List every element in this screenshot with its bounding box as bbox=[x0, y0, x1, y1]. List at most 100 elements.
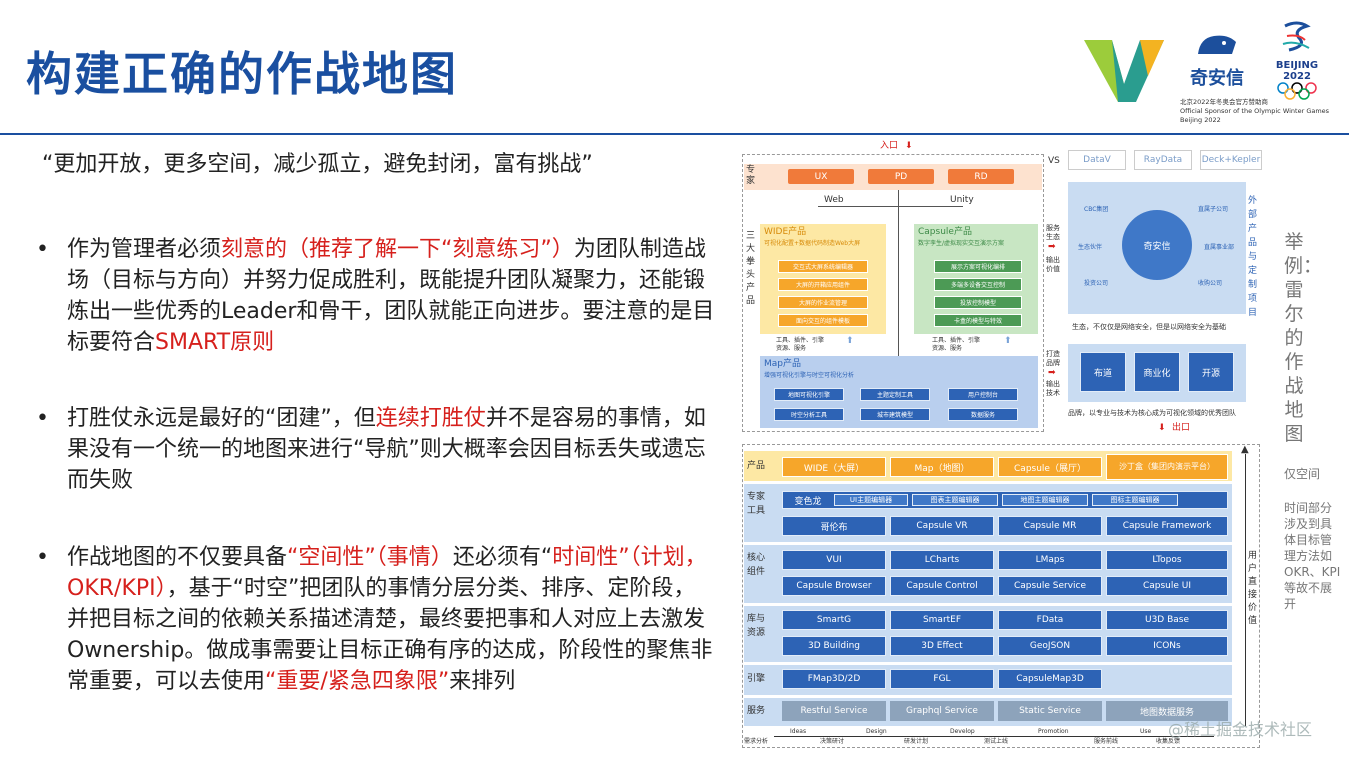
exit-arrow-icon: ⬇ bbox=[1158, 423, 1166, 433]
map-item: 时空分析工具 bbox=[774, 408, 844, 421]
product-map: Map（地图） bbox=[890, 457, 994, 477]
flow-step: Ideas bbox=[790, 728, 807, 735]
row-label: 引擎 bbox=[747, 674, 766, 684]
product-capsule: Capsule（展厅） bbox=[998, 457, 1102, 477]
title-divider bbox=[0, 133, 1349, 135]
product-wide: WIDE（大屏） bbox=[782, 457, 886, 477]
qianxin-logo: 奇安信 bbox=[1182, 32, 1252, 90]
map-item: 用户控制台 bbox=[948, 388, 1018, 401]
tool-item: 图标主题编辑器 bbox=[1092, 494, 1178, 506]
flow-line bbox=[774, 736, 1214, 737]
lib-item: 3D Building bbox=[782, 636, 886, 656]
unity-label: Unity bbox=[950, 195, 974, 205]
three-products-label: 三大拳头产品 bbox=[746, 231, 756, 306]
lib-item: 3D Effect bbox=[890, 636, 994, 656]
core-item: LMaps bbox=[998, 550, 1102, 570]
service-item: Static Service bbox=[998, 701, 1102, 721]
wide-item: 大屏的开箱应用组件 bbox=[778, 278, 868, 291]
flow-step: 决策研讨 bbox=[820, 738, 845, 745]
flow-step: 需求分析 bbox=[744, 738, 769, 745]
tool-item: Capsule VR bbox=[890, 516, 994, 536]
core-item: LTopos bbox=[1106, 550, 1228, 570]
capsule-title: Capsule产品 bbox=[918, 227, 972, 237]
vs-label: VS bbox=[1048, 156, 1060, 166]
brand-item: 商业化 bbox=[1134, 352, 1180, 392]
ext-datav: DataV bbox=[1068, 150, 1126, 170]
lib-item: FData bbox=[998, 610, 1102, 630]
flow-step: Design bbox=[866, 728, 887, 735]
eco-left-label-2: 输出价值 bbox=[1046, 256, 1060, 273]
beijing-2022-text: BEIJING 2022 bbox=[1275, 60, 1319, 82]
tool-item: 哥伦布 bbox=[782, 516, 886, 536]
ext-raydata: RayData bbox=[1134, 150, 1192, 170]
expert-label: 专家 bbox=[746, 165, 756, 186]
satellite: 投资公司 bbox=[1084, 280, 1109, 287]
upper-frame bbox=[742, 154, 1044, 432]
tool-item: Capsule MR bbox=[998, 516, 1102, 536]
tool-item: 地图主题编辑器 bbox=[1002, 494, 1088, 506]
flow-step: 服务前线 bbox=[1094, 738, 1119, 745]
qax-circle: 奇安信 bbox=[1122, 210, 1192, 280]
quote-text: “更加开放，更多空间，减少孤立，避免封闭，富有挑战” bbox=[42, 152, 593, 177]
right-arrow-icon: ➡ bbox=[1048, 368, 1056, 378]
flow-step: 研发计划 bbox=[904, 738, 929, 745]
engine-item: CapsuleMap3D bbox=[998, 669, 1102, 689]
sponsor-text: 北京2022年冬奥会官方赞助商 Official Sponsor of the … bbox=[1180, 98, 1330, 124]
eco-left-label: 服务生态 bbox=[1046, 224, 1060, 241]
wide-item: 大屏的作业流管理 bbox=[778, 296, 868, 309]
bullet-1: • 作为管理者必须刻意的（推荐了解一下“刻意练习”）为团队制造战场（目标与方向）… bbox=[36, 234, 716, 358]
engine-item: FMap3D/2D bbox=[782, 669, 886, 689]
watermark: @稀土掘金技术社区 bbox=[1168, 720, 1313, 739]
core-item: Capsule Browser bbox=[782, 576, 886, 596]
engine-item: FGL bbox=[890, 669, 994, 689]
web-label: Web bbox=[824, 195, 844, 205]
service-item: Restful Service bbox=[782, 701, 886, 721]
tool-item: 图表主题编辑器 bbox=[912, 494, 998, 506]
entry-arrow-icon: ⬇ bbox=[905, 141, 913, 151]
satellite: 直属事业部 bbox=[1204, 244, 1235, 251]
core-item: VUI bbox=[782, 550, 886, 570]
service-item: Graphql Service bbox=[890, 701, 994, 721]
lib-item: ICONs bbox=[1106, 636, 1228, 656]
row-label: 产品 bbox=[747, 461, 766, 471]
beijing-2022-logo: BEIJING 2022 bbox=[1262, 20, 1332, 104]
bullet-2: • 打胜仗永远是最好的“团建”，但连续打胜仗并不是容易的事情，如果没有一个统一的… bbox=[36, 403, 716, 496]
entry-label: 入口 bbox=[880, 141, 899, 151]
service-item: 地图数据服务 bbox=[1106, 701, 1228, 721]
expert-ux: UX bbox=[788, 169, 854, 184]
user-value-arrow-line bbox=[1245, 454, 1246, 726]
brand-left-label: 打造品牌 bbox=[1046, 350, 1060, 367]
satellite: CBC集团 bbox=[1084, 206, 1109, 213]
tool-item: UI主题编辑器 bbox=[834, 494, 908, 506]
row-label: 库与资源 bbox=[747, 614, 766, 638]
wide-tools-label: 工具、插件、引擎 资源、服务 bbox=[776, 337, 825, 352]
lower-frame bbox=[742, 444, 1260, 748]
capsule-item: 卡盒的模型与特效 bbox=[934, 314, 1022, 327]
lib-item: SmartEF bbox=[890, 610, 994, 630]
bullet-dot: • bbox=[36, 545, 49, 570]
lib-item: SmartG bbox=[782, 610, 886, 630]
wide-subtitle: 可视化配置+数据代码制造Web大屏 bbox=[764, 240, 861, 247]
user-value-label: 用户直接价值 bbox=[1248, 551, 1258, 626]
v-logo-icon bbox=[1082, 32, 1166, 108]
bullet-3: • 作战地图的不仅要具备“空间性”（事情）还必须有“时间性”（计划，OKR/KP… bbox=[36, 542, 716, 697]
capsule-tools-label: 工具、插件、引擎 资源、服务 bbox=[932, 337, 981, 352]
flow-step: Develop bbox=[950, 728, 975, 735]
row-label: 服务 bbox=[747, 706, 766, 716]
tool-item: Capsule Framework bbox=[1106, 516, 1228, 536]
map-subtitle: 增强可视化引擎与时空可视化分析 bbox=[764, 372, 855, 379]
map-item: 地图可视化引擎 bbox=[774, 388, 844, 401]
wide-item: 面向交互的组件模板 bbox=[778, 314, 868, 327]
exit-label: 出口 bbox=[1172, 423, 1191, 433]
qianxin-name: 奇安信 bbox=[1190, 68, 1244, 89]
wide-item: 交互式大屏系统编辑器 bbox=[778, 260, 868, 273]
satellite: 生态伙伴 bbox=[1078, 244, 1103, 251]
flow-step: Promotion bbox=[1038, 728, 1069, 735]
core-item: LCharts bbox=[890, 550, 994, 570]
flow-step: 测试上线 bbox=[984, 738, 1009, 745]
page-title: 构建正确的作战地图 bbox=[26, 47, 458, 101]
lion-icon bbox=[1198, 35, 1236, 54]
side-note-2: 时间部分涉及到具体目标管理方法如OKR、KPI等故不展开 bbox=[1284, 501, 1341, 611]
map-item: 数据服务 bbox=[948, 408, 1018, 421]
capsule-item: 展示方案可视化编排 bbox=[934, 260, 1022, 273]
